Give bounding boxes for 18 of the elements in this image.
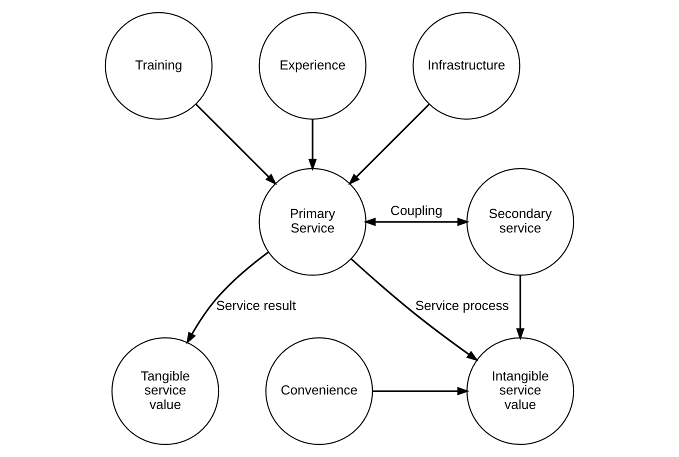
- arrow: [195, 104, 277, 186]
- node-circle: Tangible service value: [111, 337, 220, 446]
- arrow: [516, 275, 525, 340]
- node-circle: Convenience: [265, 337, 374, 446]
- arrow: [186, 251, 269, 344]
- node-circle: Experience: [258, 12, 366, 120]
- node-circle: Secondary service: [466, 168, 574, 276]
- arrow: [348, 104, 430, 186]
- edge-label: Service process: [415, 298, 509, 313]
- arrow: [364, 218, 470, 226]
- node-circle: Infrastructure: [412, 12, 520, 120]
- arrow: [372, 386, 470, 396]
- arrow: [350, 258, 478, 362]
- node-circle: Training: [104, 12, 213, 120]
- edge-label: Service result: [216, 298, 296, 313]
- node-circle: Primary Service: [258, 168, 366, 276]
- arrow: [308, 119, 317, 172]
- edge-label: Coupling: [390, 202, 442, 218]
